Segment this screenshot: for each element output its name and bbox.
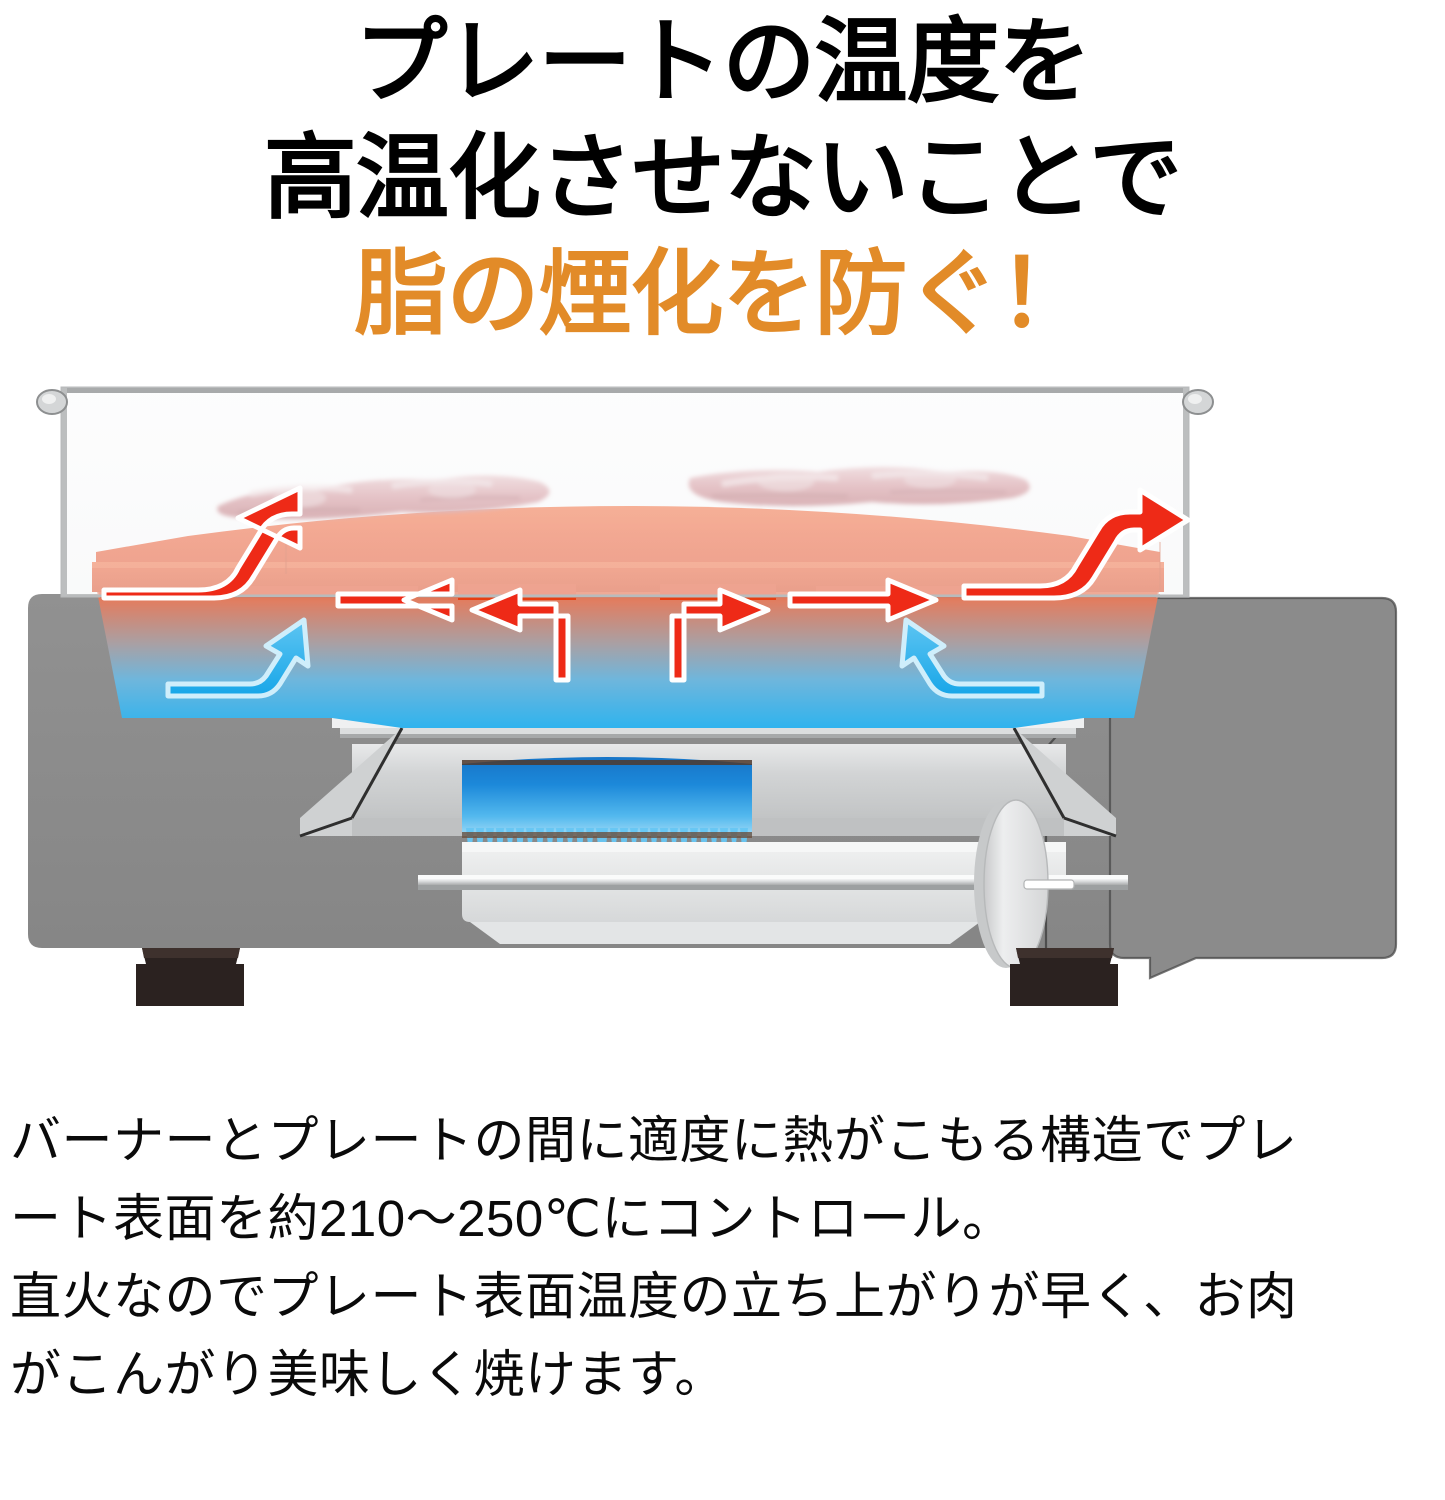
rubber-foot-right (1010, 948, 1118, 1006)
transparent-splash-guard (60, 386, 1190, 598)
headline-line-2: 高温化させないことで (263, 126, 1182, 230)
control-knob[interactable] (974, 799, 1075, 969)
description-paragraph: バーナーとプレートの間に適度に熱がこもる構造でプレ ート表面を約210〜250℃… (0, 1102, 1440, 1414)
description-line-2: ート表面を約210〜250℃にコントロール。 (10, 1190, 1014, 1247)
description-line-3: 直火なのでプレート表面温度の立ち上がりが早く、お肉 (10, 1268, 1298, 1325)
cool-air-intake-arrows (165, 617, 1045, 699)
headline-line-1: プレートの温度を (354, 10, 1092, 114)
guard-knob-left-icon (36, 389, 68, 415)
headline-line-3: 脂の煙化を防ぐ！ (354, 242, 1092, 346)
grill-diagram-svg (28, 386, 1398, 1006)
guard-knob-right-icon (1182, 389, 1214, 415)
burner-flame-group (462, 757, 752, 882)
description-line-4: がこんがり美味しく焼けます。 (10, 1346, 726, 1403)
headline-block: プレートの温度を 高温化させないことで 脂の煙化を防ぐ！ (0, 0, 1445, 352)
heat-flow-arrows (101, 485, 1191, 683)
knob-shaft (418, 875, 1128, 890)
grill-cross-section-illustration (0, 366, 1445, 1066)
description-line-1: バーナーとプレートの間に適度に熱がこもる構造でプレ (10, 1112, 1298, 1169)
rubber-foot-left (136, 948, 244, 1006)
